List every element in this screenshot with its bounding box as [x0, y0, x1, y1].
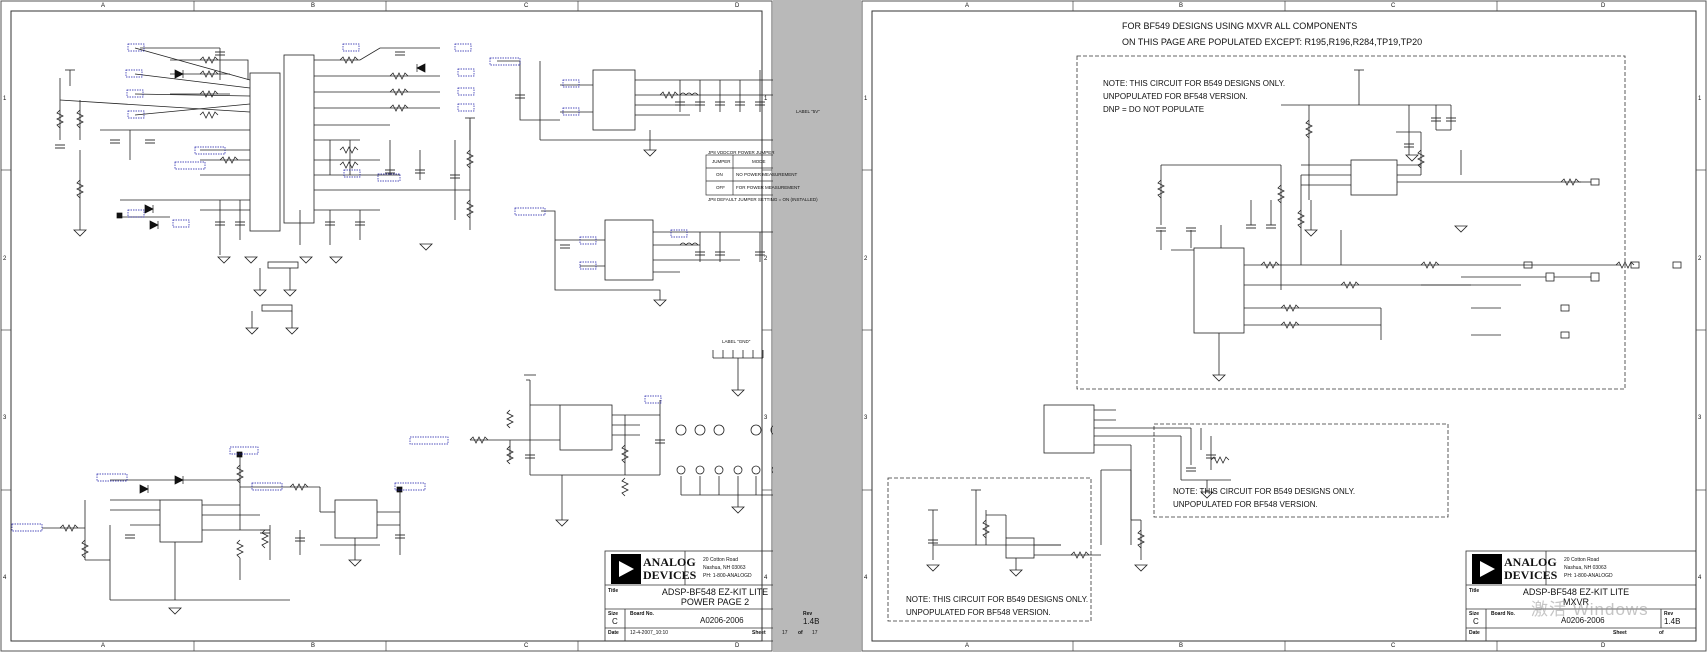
border-number-3: 3 [3, 415, 7, 421]
windows-activation-watermark: 激活 Windows [1531, 600, 1649, 619]
border-number-2-right: 2 [764, 256, 768, 262]
company-name: ANALOG DEVICES [1504, 555, 1558, 582]
border-number-3-right: 3 [764, 415, 768, 421]
sheet-label: Sheet [1613, 630, 1627, 636]
border-number-2-right: 2 [1698, 256, 1702, 262]
label-gnd: LABEL "GND" [722, 339, 751, 344]
jumper-table-header-jumper: JUMPER [712, 159, 731, 164]
border-letter-a-bottom: A [101, 643, 106, 649]
label-5v: LABEL "5V" [796, 109, 820, 114]
border-number-4-right: 4 [1698, 575, 1702, 581]
date-value: 12-4-2007_10:10 [630, 630, 669, 636]
box1-note-line-3: DNP = DO NOT POPULATE [1103, 105, 1205, 114]
border-number-4: 4 [3, 575, 7, 581]
border-letter-c-bottom: C [1391, 643, 1396, 649]
size-label: Size [608, 611, 619, 617]
jumper-table-row-on: ON [716, 172, 723, 177]
box2-note-line-2: UNPOPULATED FOR BF548 VERSION. [1173, 500, 1318, 509]
analog-devices-logo [611, 554, 641, 584]
border-number-1: 1 [3, 96, 7, 102]
size-value: C [1473, 617, 1479, 626]
border-number-4-right: 4 [764, 575, 768, 581]
schematic-drawing-mxvr [861, 0, 1707, 652]
board-label: Board No. [630, 611, 654, 617]
box1-note-line-1: NOTE: THIS CIRCUIT FOR B549 DESIGNS ONLY… [1103, 79, 1286, 88]
header-note-line-1: FOR BF549 DESIGNS USING MXVR ALL COMPONE… [1122, 21, 1358, 31]
box3-note-line-2: UNPOPULATED FOR BF548 VERSION. [906, 608, 1051, 617]
border-letter-b-bottom: B [1179, 643, 1184, 649]
border-number-2: 2 [864, 256, 868, 262]
sheet-number: 17 [782, 630, 788, 636]
border-number-4: 4 [864, 575, 868, 581]
border-letter-a: A [101, 3, 106, 9]
jumper-table-header-mode: MODE [752, 159, 766, 164]
border-number-2: 2 [3, 256, 7, 262]
date-label: Date [1469, 630, 1480, 636]
box2-note-line-1: NOTE: THIS CIRCUIT FOR B549 DESIGNS ONLY… [1173, 487, 1356, 496]
border-letter-b-bottom: B [311, 643, 316, 649]
box1-note-line-2: UNPOPULATED FOR BF548 VERSION. [1103, 92, 1248, 101]
box3-note-line-1: NOTE: THIS CIRCUIT FOR B549 DESIGNS ONLY… [906, 595, 1089, 604]
border-letter-a: A [965, 3, 970, 9]
company-address: 20 Cotton Road Nashua, NH 03063 PH: 1-80… [703, 557, 752, 579]
schematic-drawing [0, 0, 773, 652]
size-value: C [612, 617, 618, 626]
jumper-table-row-off-mode: FOR POWER MEASUREMENT [736, 185, 801, 190]
rev-label: Rev [1664, 611, 1674, 617]
board-number: A0206-2006 [700, 616, 744, 625]
border-number-3-right: 3 [1698, 415, 1702, 421]
of-label: of [798, 630, 803, 636]
company-name: ANALOG DEVICES [643, 555, 697, 582]
border-letter-b: B [311, 3, 316, 9]
border-letter-c: C [1391, 3, 1396, 9]
drawing-title: ADSP-BF548 EZ-KIT LITE POWER PAGE 2 [661, 587, 769, 607]
schematic-sheet-power-page-2: A B C D A B C D 1 2 3 4 1 2 3 4 JP8 VDDC… [0, 0, 820, 652]
jumper-table-footnote: JP8 DEFAULT JUMPER SETTING = ON (INSTALL… [708, 197, 818, 202]
sheet-total: 17 [812, 630, 818, 636]
border-number-1: 1 [864, 96, 868, 102]
jumper-table-title: JP8 VDDCOR POWER JUMPER [708, 150, 775, 155]
sheet-label: Sheet [752, 630, 766, 636]
border-number-3: 3 [864, 415, 868, 421]
border-number-1-right: 1 [764, 96, 768, 102]
title-label: Title [1469, 588, 1480, 594]
date-label: Date [608, 630, 619, 636]
rev-value: 1.4B [1664, 617, 1681, 626]
border-number-1-right: 1 [1698, 96, 1702, 102]
border-letter-d-bottom: D [735, 643, 740, 649]
schematic-sheet-mxvr: A B C D A B C D 1 2 3 4 1 2 3 4 FOR BF54… [861, 0, 1707, 652]
board-number: A0206-2006 [1561, 616, 1605, 625]
title-label: Title [608, 588, 619, 594]
of-label: of [1659, 630, 1664, 636]
board-label: Board No. [1491, 611, 1515, 617]
border-letter-a-bottom: A [965, 643, 970, 649]
border-letter-d-bottom: D [1601, 643, 1606, 649]
size-label: Size [1469, 611, 1480, 617]
header-note-line-2: ON THIS PAGE ARE POPULATED EXCEPT: R195,… [1122, 37, 1423, 47]
border-letter-d: D [1601, 3, 1606, 9]
border-letter-c: C [524, 3, 529, 9]
drawing-title: ADSP-BF548 EZ-KIT LITE MXVR [1522, 587, 1630, 607]
analog-devices-logo [1472, 554, 1502, 584]
border-letter-c-bottom: C [524, 643, 529, 649]
jumper-table-row-off: OFF [716, 185, 725, 190]
rev-value: 1.4B [803, 617, 820, 626]
border-letter-b: B [1179, 3, 1184, 9]
jumper-table-row-on-mode: NO POWER MEASUREMENT [736, 172, 798, 177]
rev-label: Rev [803, 611, 813, 617]
company-address: 20 Cotton Road Nashua, NH 03063 PH: 1-80… [1564, 557, 1613, 579]
border-letter-d: D [735, 3, 740, 9]
